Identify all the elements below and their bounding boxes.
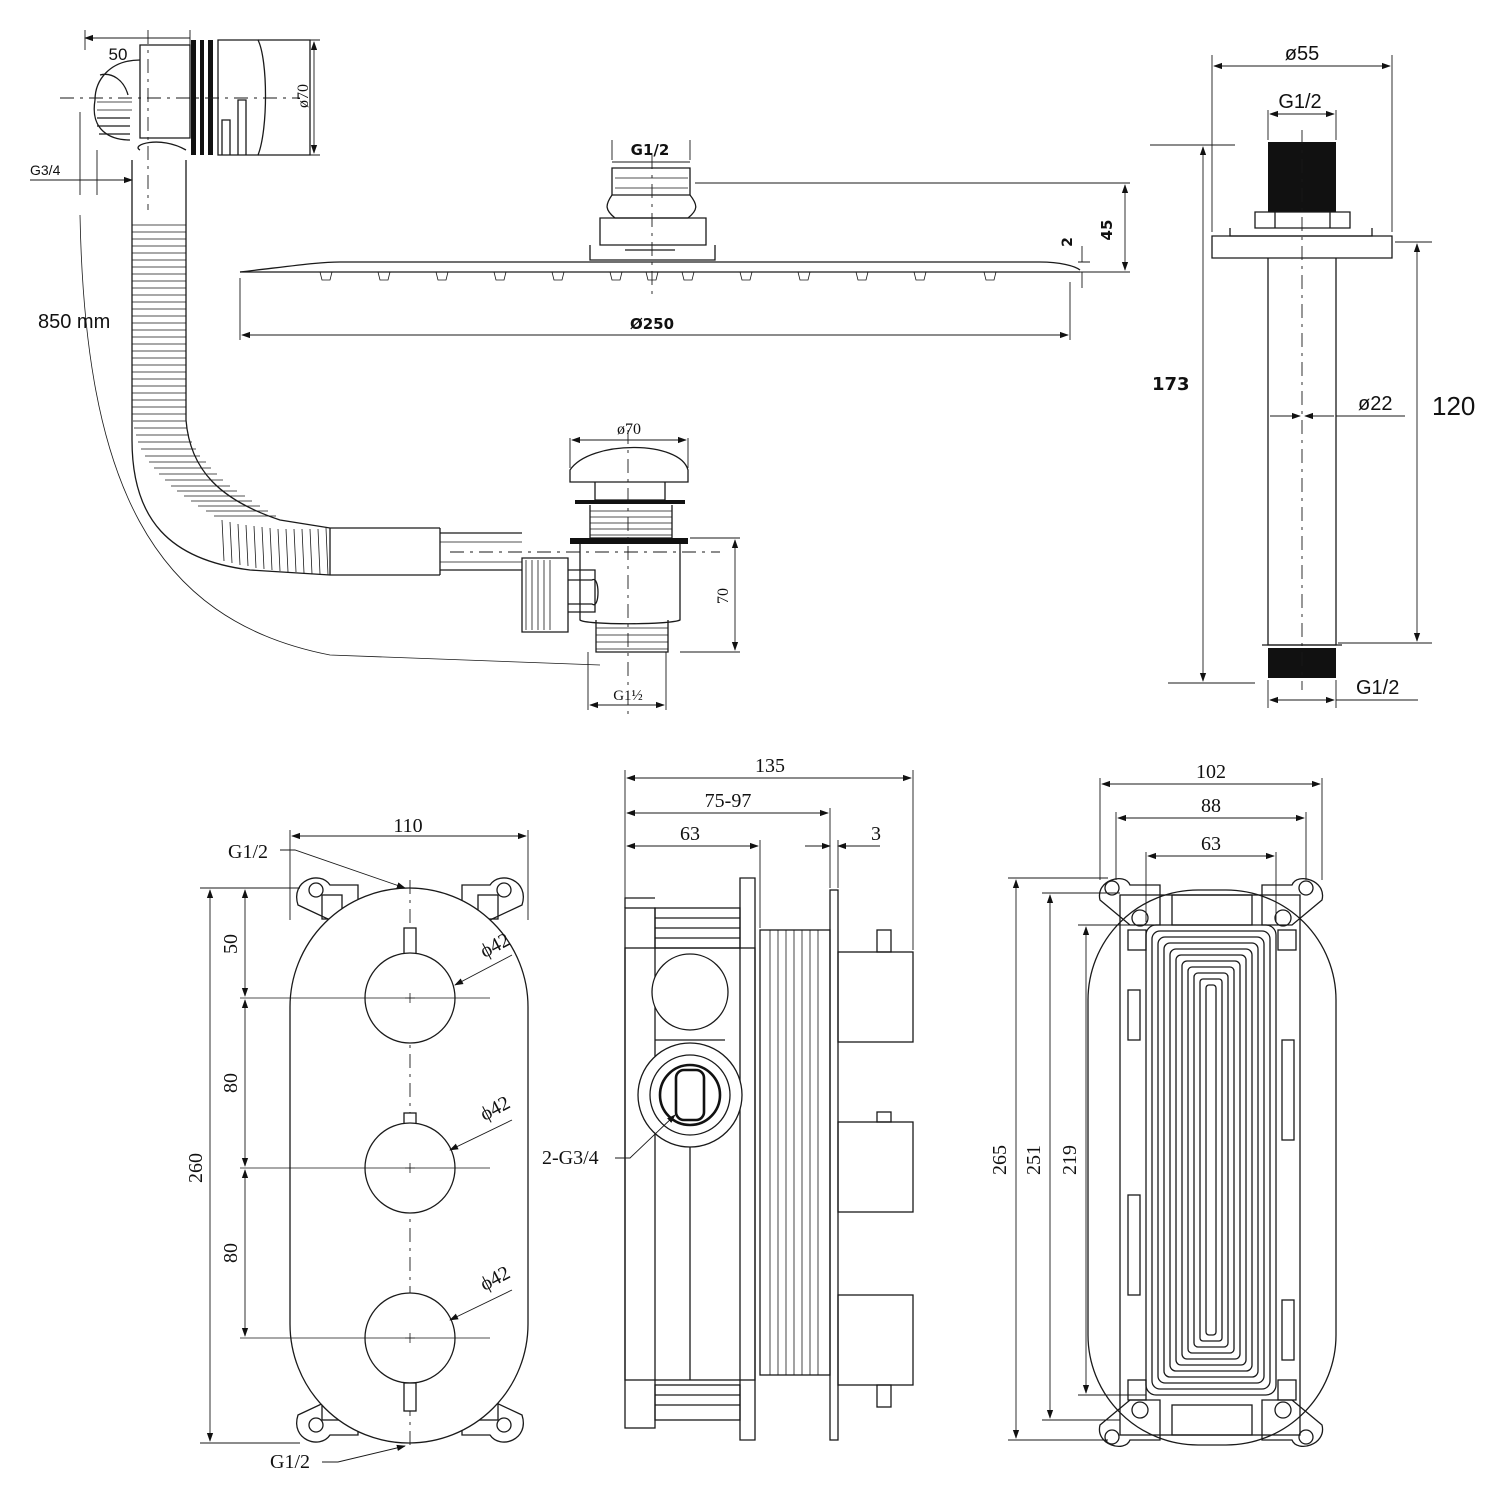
dim-side-adjust: 75-97: [705, 790, 752, 812]
dim-arm-flange: ø55: [1285, 43, 1319, 65]
dim-valve-height: 260: [185, 1153, 207, 1183]
hose-outline: [79, 214, 601, 666]
dim-overflow-thread: G3/4: [30, 162, 61, 178]
valve-side-drawing: 135 75-97 63 3 2-G3/4: [542, 755, 914, 1441]
ceiling-arm-parts: [1211, 130, 1393, 690]
dim-valve-inlet-bottom: G1/2: [270, 1451, 310, 1473]
valve-back-grille: [1145, 924, 1277, 1396]
dim-back-h-mid: 251: [1023, 1145, 1045, 1175]
valve-back-frame: [1087, 878, 1337, 1447]
valve-side-knobs: [837, 929, 914, 1408]
dim-side-body: 63: [680, 823, 700, 845]
dim-waste-thread: G1½: [613, 688, 643, 704]
valve-side-body: [624, 877, 756, 1441]
dim-arm-top-thread: G1/2: [1278, 91, 1321, 113]
dim-back-h-outer: 265: [989, 1145, 1011, 1175]
dim-valve-inlet-top: G1/2: [228, 841, 268, 863]
shower-head-connector: [589, 155, 716, 295]
dim-side-total: 135: [755, 755, 785, 777]
dim-overflow-diameter: ø70: [295, 84, 312, 108]
dim-side-ports: 2-G3/4: [542, 1147, 599, 1169]
dim-shower-height: 45: [1098, 220, 1116, 241]
shower-head-plate: [239, 261, 1081, 281]
waste-body: [521, 430, 689, 720]
dim-valve-width: 110: [393, 815, 422, 837]
dim-hose-length: 850 mm: [38, 311, 110, 333]
shower-head-dimensions: G1/2 45 2 Ø250: [239, 140, 1130, 340]
waste-overflow-drawing: 50 ø70 G3/4 850 mm ø70 70 G1½: [30, 30, 740, 720]
shower-head-drawing: G1/2 45 2 Ø250: [239, 140, 1130, 340]
dim-shower-plate: 2: [1060, 237, 1076, 247]
dim-valve-pitch-2: 80: [220, 1243, 242, 1263]
dim-back-mid: 88: [1201, 795, 1221, 817]
dim-waste-height: 70: [715, 588, 732, 604]
dim-arm-tube: ø22: [1358, 393, 1392, 415]
waste-dimensions: 50 ø70 G3/4 850 mm ø70 70 G1½: [30, 30, 740, 710]
ceiling-arm-drawing: ø55 G1/2 173 ø22 120 G1/2: [1150, 43, 1475, 708]
valve-front-drawing: 110 G1/2 260 50 80 80 ϕ42 ϕ42 ϕ42 G1/2: [185, 815, 529, 1473]
dim-back-outer: 102: [1196, 761, 1226, 783]
dim-waste-diameter: ø70: [617, 421, 641, 438]
dim-arm-tube-length: 120: [1432, 391, 1475, 421]
dim-arm-bottom-thread: G1/2: [1356, 677, 1399, 699]
dim-arm-total: 173: [1152, 374, 1190, 395]
dim-side-plate: 3: [871, 823, 881, 845]
valve-front-knobs: [240, 927, 490, 1412]
dim-back-h-inner: 219: [1059, 1145, 1081, 1175]
overflow-cap: [60, 30, 311, 210]
dim-shower-diameter: Ø250: [630, 315, 674, 333]
flexible-hose: [131, 141, 720, 576]
valve-side-sleeve: [759, 889, 839, 1441]
valve-back-dimensions: 102 88 63 265 251 219: [989, 761, 1323, 1441]
dim-valve-pitch-1: 80: [220, 1073, 242, 1093]
dim-shower-inlet: G1/2: [631, 141, 670, 159]
ceiling-arm-dimensions: ø55 G1/2 173 ø22 120 G1/2: [1150, 43, 1475, 708]
valve-back-drawing: 102 88 63 265 251 219: [989, 761, 1337, 1447]
dim-back-inner: 63: [1201, 833, 1221, 855]
dim-valve-top: 50: [220, 934, 242, 954]
valve-side-dimensions: 135 75-97 63 3 2-G3/4: [542, 755, 914, 1169]
dim-overflow-width: 50: [109, 45, 128, 64]
